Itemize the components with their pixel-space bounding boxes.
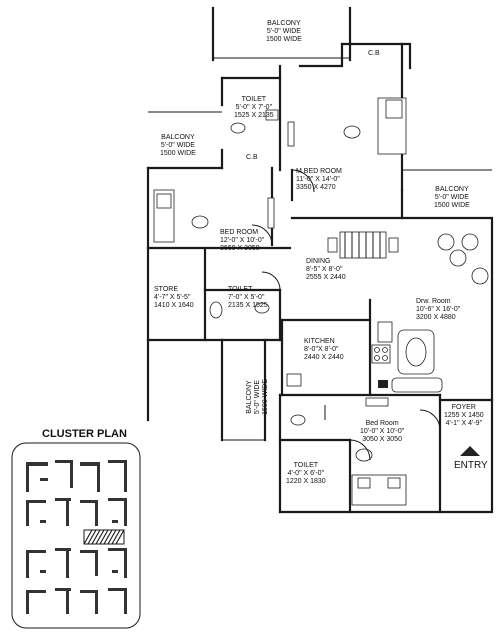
toilet-top-dim1: 5'-0" X 7'-0"	[235, 104, 273, 111]
cb-mid-label: C.B	[246, 154, 258, 162]
balcony-right-dim1: 5'-0" WIDE	[434, 194, 469, 201]
master-bed-label: M BED ROOM 11'-0" X 14'-0" 3350 X 4270	[296, 168, 342, 192]
toilet-top-label: TOILET 5'-0" X 7'-0" 1525 X 2135	[234, 96, 274, 120]
store-dim2: 1410 X 1640	[154, 302, 194, 309]
foyer-name: FOYER	[451, 404, 476, 411]
toilet-mid-name: TOILET	[228, 286, 253, 293]
toilet-mid-dim2: 2135 X 1525	[228, 302, 268, 309]
store-name: STORE	[154, 286, 178, 293]
toilet-top-name: TOILET	[241, 96, 267, 103]
bed-room-small-label: Bed Room 10'-0" X 10'-0" 3050 X 3050	[360, 420, 404, 444]
toilet-bottom-label: TOILET 4'-0" X 6'-0" 1220 X 1830	[286, 462, 326, 486]
foyer-label: FOYER 1255 X 1450 4'-1" X 4'-9"	[444, 404, 484, 428]
balcony-top-label: BALCONY 5'-0" WIDE 1500 WIDE	[266, 20, 302, 44]
toilet-mid-dim1: 7'-0" X 5'-0"	[228, 294, 265, 301]
drawing-room-label: Drw. Room 10'-6" X 16'-0" 3200 X 4880	[416, 298, 460, 322]
cluster-plan-title: CLUSTER PLAN	[42, 428, 127, 440]
balcony-vertical-dim2: 1500 WIDE	[262, 379, 269, 415]
toilet-top-dim2: 1525 X 2135	[234, 112, 274, 119]
dining-label: DINING 8'-5" X 8'-0" 2555 X 2440	[306, 258, 346, 282]
balcony-left-label: BALCONY 5'-0" WIDE 1500 WIDE	[160, 134, 196, 158]
bed-room-small-dim1: 10'-0" X 10'-0"	[360, 428, 405, 435]
bed-room-small-name: Bed Room	[365, 420, 399, 427]
kitchen-dim2: 2440 X 2440	[304, 354, 344, 361]
master-bed-dim2: 3350 X 4270	[296, 184, 336, 191]
furniture	[153, 97, 489, 506]
bed-room-small-dim2: 3050 X 3050	[362, 436, 402, 443]
toilet-bottom-dim1: 4'-0" X 6'-0"	[287, 470, 325, 477]
kitchen-name: KITCHEN	[304, 338, 335, 345]
toilet-mid-label: TOILET 7'-0" X 5'-0" 2135 X 1525	[228, 286, 268, 310]
foyer-dim2: 4'-1" X 4'-9"	[445, 420, 483, 427]
drawing-room-dim2: 3200 X 4880	[416, 314, 456, 321]
cb-mid-name: C.B	[246, 154, 258, 161]
toilet-bottom-dim2: 1220 X 1830	[286, 478, 326, 485]
bed-room-dim1: 12'-0" X 10'-0"	[220, 237, 265, 244]
balcony-top-dim1: 5'-0" WIDE	[266, 28, 301, 35]
balcony-left-dim1: 5'-0" WIDE	[160, 142, 195, 149]
dining-name: DINING	[306, 258, 331, 265]
balcony-vertical-name: BALCONY	[246, 380, 253, 414]
store-label: STORE 4'-7" X 5'-5" 1410 X 1640	[154, 286, 194, 310]
balcony-right-label: BALCONY 5'-0" WIDE 1500 WIDE	[434, 186, 470, 210]
master-bed-dim1: 11'-0" X 14'-0"	[296, 176, 340, 183]
cluster-plan-map	[11, 442, 141, 629]
master-bed-name: M BED ROOM	[296, 168, 342, 175]
store-dim1: 4'-7" X 5'-5"	[154, 294, 191, 301]
bed-room-name: BED ROOM	[220, 229, 259, 236]
balcony-vertical-label: BALCONY 5'-0" WIDE 1500 WIDE	[246, 362, 270, 432]
dining-dim1: 8'-5" X 8'-0"	[306, 266, 343, 273]
balcony-right-name: BALCONY	[435, 186, 469, 193]
foyer-dim1: 1255 X 1450	[444, 412, 484, 419]
toilet-bottom-name: TOILET	[293, 462, 319, 469]
cb-top-label: C.B	[368, 50, 380, 58]
drawing-room-name: Drw. Room	[416, 298, 451, 305]
balcony-left-name: BALCONY	[161, 134, 195, 141]
balcony-vertical-dim1: 5'-0" WIDE	[254, 379, 261, 415]
balcony-top-name: BALCONY	[267, 20, 301, 27]
balcony-top-dim2: 1500 WIDE	[266, 36, 302, 43]
dining-dim2: 2555 X 2440	[306, 274, 346, 281]
cb-top-name: C.B	[368, 50, 380, 57]
balcony-right-dim2: 1500 WIDE	[434, 202, 470, 209]
drawing-room-dim1: 10'-6" X 16'-0"	[416, 306, 461, 313]
bed-room-label: BED ROOM 12'-0" X 10'-0" 3660 X 3050	[220, 229, 264, 253]
balcony-left-dim2: 1500 WIDE	[160, 150, 196, 157]
kitchen-label: KITCHEN 8'-0"X 8'-0" 2440 X 2440	[304, 338, 344, 362]
bed-room-dim2: 3660 X 3050	[220, 245, 260, 252]
entry-label: ENTRY	[454, 460, 488, 471]
kitchen-dim1: 8'-0"X 8'-0"	[304, 346, 339, 353]
